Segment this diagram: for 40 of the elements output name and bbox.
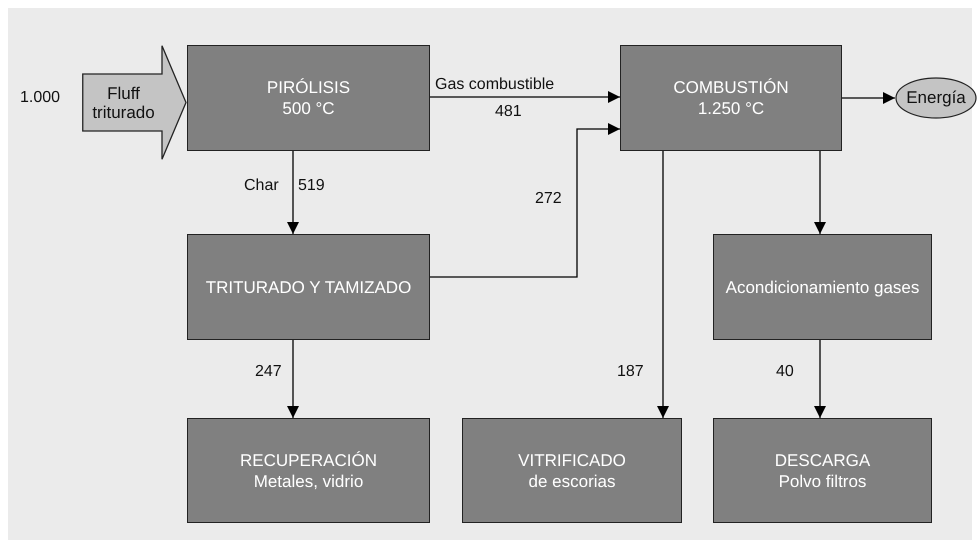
arrow <box>287 151 299 234</box>
edge-label: 187 <box>617 363 644 381</box>
edge-label: Gas combustible <box>435 76 554 94</box>
process-box <box>187 45 430 151</box>
edge-label: 40 <box>776 363 794 381</box>
process-detail: 500 °C <box>282 98 335 119</box>
flow-value: 1.000 <box>20 89 60 107</box>
process-detail: Metales, vidrio <box>254 470 364 492</box>
node-label: Fluff triturado <box>91 84 156 122</box>
process-title: VITRIFICADO <box>518 450 626 470</box>
arrow <box>814 340 826 418</box>
process-box <box>713 234 932 340</box>
arrow <box>287 340 299 418</box>
node-label: Energía <box>906 88 966 108</box>
edge-label: 247 <box>255 363 282 381</box>
process-box <box>187 234 430 340</box>
arrow <box>430 123 620 278</box>
process-box <box>713 418 932 523</box>
process-title: Acondicionamiento gases <box>726 276 920 298</box>
arrow <box>430 91 620 103</box>
process-box <box>620 45 842 151</box>
arrow <box>814 151 826 234</box>
process-title: TRITURADO Y TAMIZADO <box>206 276 412 298</box>
process-box <box>187 418 430 523</box>
process-title: COMBUSTIÓN <box>673 77 789 98</box>
process-title: PIRÓLISIS <box>266 77 350 98</box>
edge-label: 272 <box>535 190 562 208</box>
flow-value: 481 <box>495 103 522 121</box>
process-detail: 1.250 °C <box>698 98 764 119</box>
process-box <box>462 418 682 523</box>
process-detail: de escorias <box>528 470 616 492</box>
arrow <box>842 92 895 104</box>
output-ellipse <box>895 77 977 119</box>
flow-value: 519 <box>298 177 325 195</box>
process-title: DESCARGA <box>774 450 870 470</box>
process-title: RECUPERACIÓN <box>240 450 377 470</box>
arrow <box>657 151 669 418</box>
process-detail: Polvo filtros <box>778 470 866 492</box>
input-block-arrow <box>82 45 187 160</box>
edge-label: Char <box>244 177 279 195</box>
